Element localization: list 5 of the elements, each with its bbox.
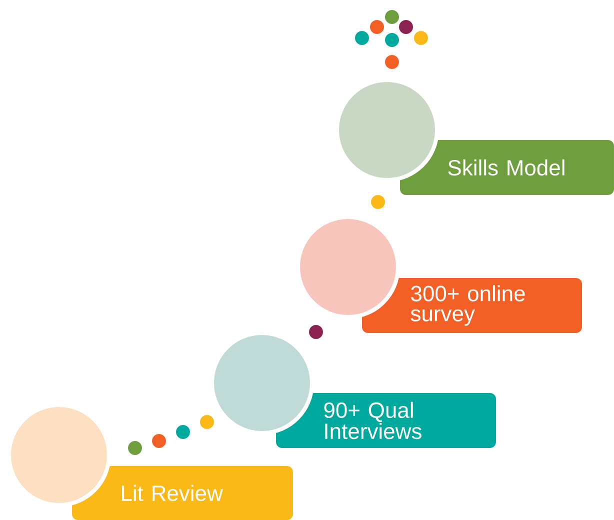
label-tab: Skills Model xyxy=(400,140,614,195)
label-tab: 300+ online survey xyxy=(362,278,582,333)
label-tab: Lit Review xyxy=(72,466,293,520)
stage-circle xyxy=(7,402,111,507)
label-tab: 90+ Qual Interviews xyxy=(276,392,496,448)
